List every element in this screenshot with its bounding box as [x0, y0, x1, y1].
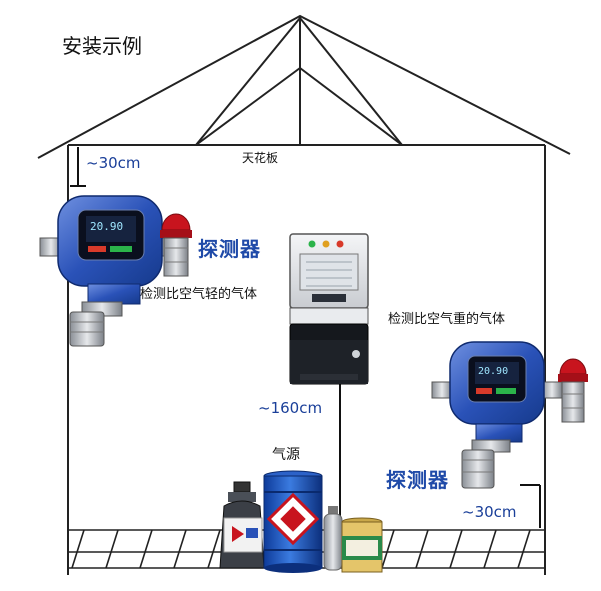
gas-source-label: 气源 — [272, 447, 300, 463]
gas-can-icon — [341, 517, 383, 573]
ceiling-label: 天花板 — [242, 151, 279, 165]
gas-cylinder-icon — [219, 481, 265, 569]
floor-gap-label: ~30cm — [462, 503, 517, 521]
alarm-light-icon — [558, 358, 588, 423]
right-detector-display: 20.90 — [478, 366, 509, 377]
floor — [68, 529, 545, 569]
dimension-controller — [330, 375, 350, 528]
gas-detector-icon — [431, 341, 563, 489]
left-detector-label: 探测器 — [198, 237, 261, 261]
left-detector-display: 20.90 — [90, 220, 124, 233]
left-detector-note: 检测比空气轻的气体 — [140, 287, 258, 302]
gas-cylinder-icon — [323, 506, 343, 571]
controller-height-label: ~160cm — [258, 399, 323, 417]
page-title: 安装示例 — [62, 34, 142, 58]
dimension-top — [70, 147, 86, 187]
right-detector-label: 探测器 — [386, 468, 449, 492]
right-detector-note: 检测比空气重的气体 — [388, 312, 506, 327]
gas-drum-icon — [263, 470, 323, 573]
roof — [37, 14, 571, 159]
dimension-floor — [520, 484, 541, 528]
gas-detector-icon — [39, 195, 183, 347]
controller-cabinet-icon — [289, 233, 369, 385]
alarm-light-icon — [160, 213, 192, 277]
top-gap-label: ~30cm — [86, 154, 141, 172]
